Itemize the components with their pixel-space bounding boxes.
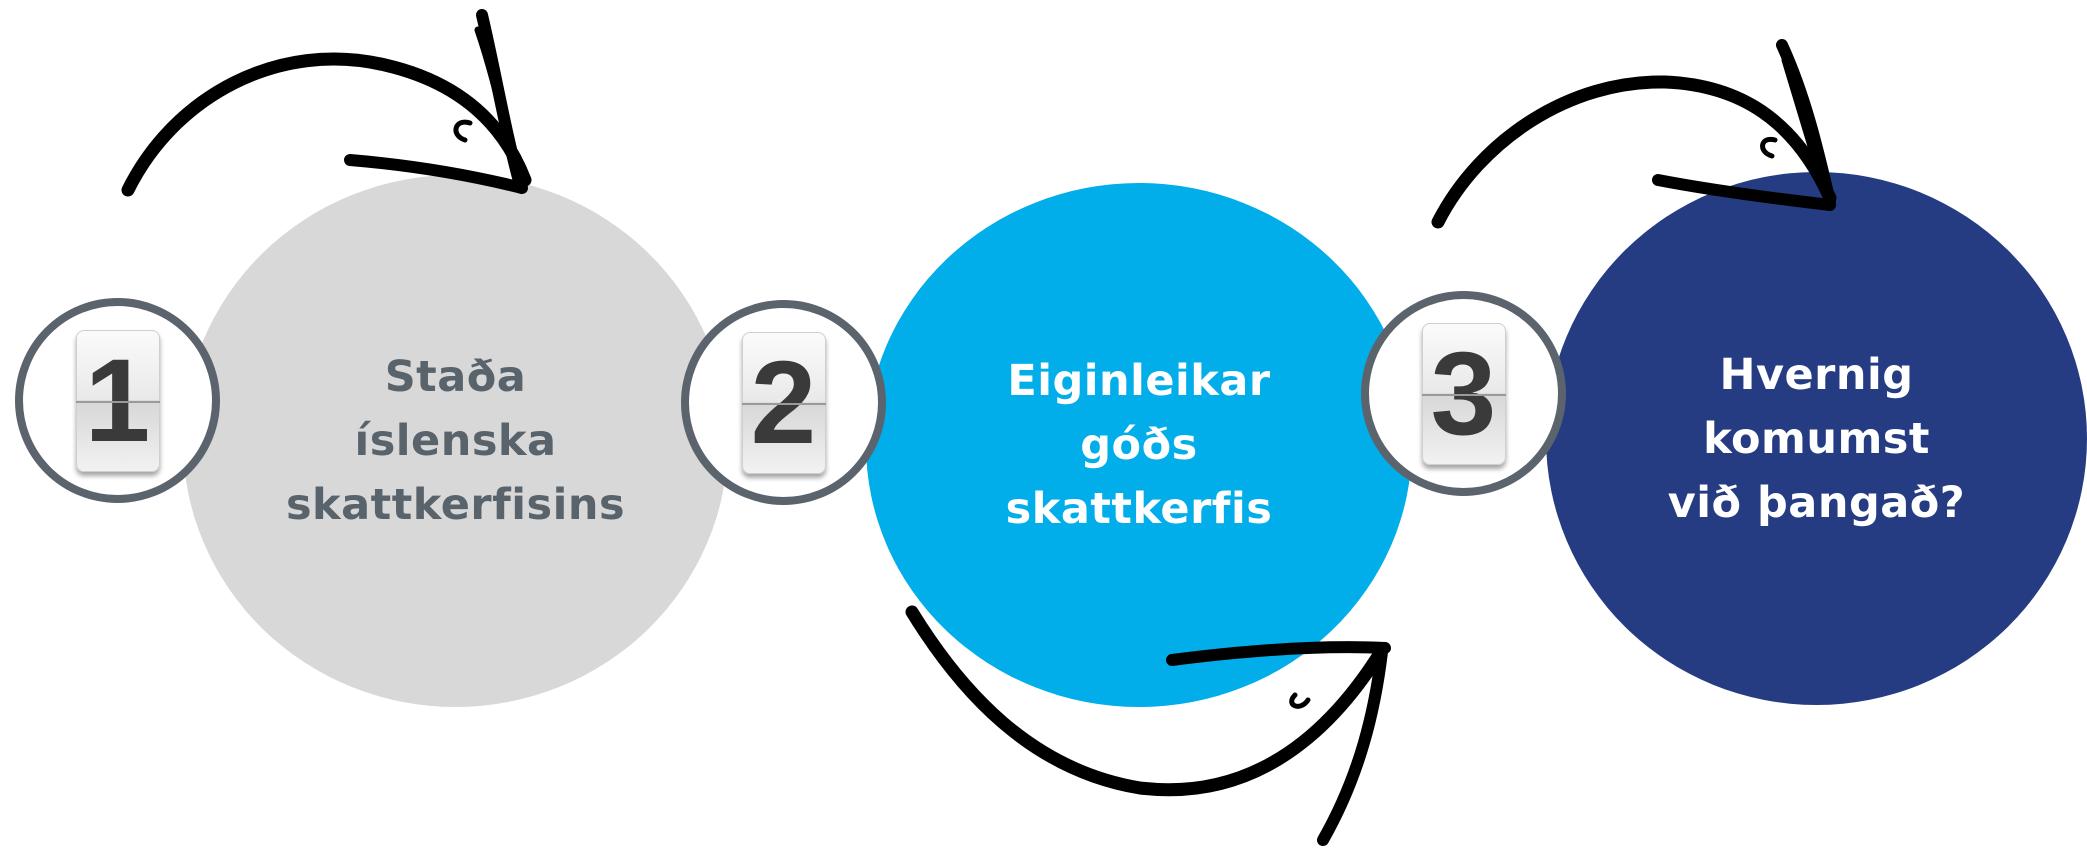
step-3-number-badge: 3: [1361, 291, 1566, 496]
step-2-label: Eiginleikar góðs skattkerfis: [1005, 356, 1273, 534]
step-2-number: 2: [750, 336, 817, 469]
curved-arrow-icon: [121, 9, 532, 197]
step-3-circle: Hvernig komumst við þangað?: [1546, 172, 2087, 705]
flip-counter-icon: 2: [741, 331, 826, 474]
step-1-circle: Staða íslenska skattkerfisins: [183, 175, 728, 707]
step-2-number-badge: 2: [681, 300, 886, 505]
step-1-number: 1: [84, 334, 151, 467]
flip-counter-icon: 3: [1421, 322, 1506, 465]
step-1-label: Staða íslenska skattkerfisins: [285, 352, 626, 530]
flip-counter-icon: 1: [75, 329, 160, 472]
step-1-number-badge: 1: [15, 298, 220, 503]
step-3-number: 3: [1430, 327, 1497, 460]
step-3-label: Hvernig komumst við þangað?: [1667, 349, 1966, 528]
step-2-circle: Eiginleikar góðs skattkerfis: [866, 183, 1412, 707]
